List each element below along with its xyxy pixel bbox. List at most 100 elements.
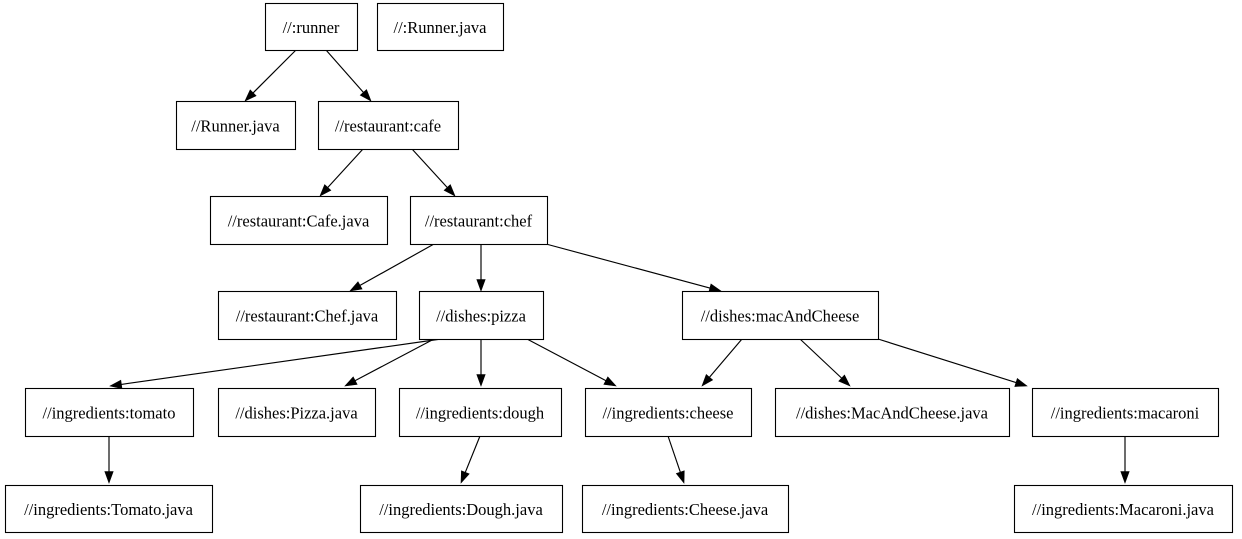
edge-line	[252, 49, 297, 94]
arrowhead-icon	[1120, 471, 1130, 484]
graph-edge	[545, 243, 722, 293]
graph-edge	[344, 338, 435, 387]
graph-edge	[325, 49, 372, 102]
graph-node-runner-java[interactable]: //Runner.java	[175, 100, 297, 151]
graph-node-ingredients-cheese[interactable]: //ingredients:cheese	[584, 387, 753, 438]
node-box[interactable]	[774, 387, 1011, 438]
node-box[interactable]	[1013, 484, 1234, 534]
node-box[interactable]	[398, 387, 563, 438]
graph-node-ingredients-dough[interactable]: //ingredients:dough	[398, 387, 563, 438]
graph-node-restaurant-chef[interactable]: //restaurant:chef	[409, 195, 549, 246]
node-box[interactable]	[24, 387, 195, 438]
edge-line	[464, 435, 481, 473]
node-box[interactable]	[376, 2, 505, 52]
arrowhead-icon	[349, 281, 363, 292]
edge-line	[877, 338, 1017, 384]
edge-line	[411, 148, 448, 188]
graph-node-ingredients-tomato-java[interactable]: //ingredients:Tomato.java	[4, 484, 214, 534]
graph-edge	[476, 244, 486, 292]
arrowhead-icon	[443, 184, 456, 197]
node-box[interactable]	[418, 290, 545, 341]
graph-edge	[526, 338, 617, 387]
node-box[interactable]	[217, 290, 398, 341]
nodes-layer: //:runner //:Runner.java //Runner.java //re…	[4, 2, 1234, 534]
node-box[interactable]	[264, 2, 359, 52]
node-label: //:runner	[283, 18, 340, 37]
node-box[interactable]	[1031, 387, 1220, 438]
node-label: //restaurant:cafe	[335, 117, 441, 136]
edge-line	[526, 338, 607, 382]
node-label: //restaurant:Cafe.java	[228, 212, 370, 231]
node-label: //dishes:Pizza.java	[235, 404, 358, 423]
node-label: //restaurant:chef	[425, 212, 533, 231]
graph-node-runner-java-root[interactable]: //:Runner.java	[376, 2, 505, 52]
graph-node-ingredients-tomato[interactable]: //ingredients:tomato	[24, 387, 195, 438]
graph-node-restaurant-chef-java[interactable]: //restaurant:Chef.java	[217, 290, 398, 341]
graph-edge	[319, 148, 364, 197]
node-box[interactable]	[584, 387, 753, 438]
graph-node-dishes-pizza-java[interactable]: //dishes:Pizza.java	[217, 387, 377, 438]
graph-edge	[411, 148, 456, 197]
graph-edge	[104, 436, 114, 484]
node-box[interactable]	[681, 290, 880, 341]
graph-node-runner-target[interactable]: //:runner	[264, 2, 359, 52]
node-box[interactable]	[317, 100, 460, 151]
graph-node-dishes-pizza[interactable]: //dishes:pizza	[418, 290, 545, 341]
node-box[interactable]	[175, 100, 297, 151]
edge-line	[354, 338, 435, 382]
graph-node-dishes-mac-and-cheese[interactable]: //dishes:macAndCheese	[681, 290, 880, 341]
node-label: //restaurant:Chef.java	[236, 307, 379, 326]
arrowhead-icon	[104, 471, 114, 484]
node-label: //ingredients:Tomato.java	[24, 500, 194, 519]
node-label: //Runner.java	[191, 117, 280, 136]
edge-line	[359, 243, 435, 286]
graph-edge	[877, 338, 1028, 387]
graph-node-ingredients-dough-java[interactable]: //ingredients:Dough.java	[359, 484, 564, 534]
node-label: //ingredients:macaroni	[1051, 404, 1200, 423]
arrowhead-icon	[701, 374, 714, 387]
graph-edge	[109, 338, 442, 389]
graph-edge	[244, 49, 297, 102]
node-label: //ingredients:Cheese.java	[602, 500, 769, 519]
arrowhead-icon	[344, 376, 358, 387]
node-label: //:Runner.java	[393, 18, 487, 37]
graph-edge	[476, 339, 486, 387]
graph-edge	[460, 435, 481, 484]
graph-node-dishes-mac-java[interactable]: //dishes:MacAndCheese.java	[774, 387, 1011, 438]
node-box[interactable]	[359, 484, 564, 534]
edge-line	[799, 338, 843, 379]
graph-edge	[799, 338, 851, 387]
node-box[interactable]	[217, 387, 377, 438]
node-label: //dishes:MacAndCheese.java	[796, 404, 989, 423]
graph-node-ingredients-macaroni-java[interactable]: //ingredients:Macaroni.java	[1013, 484, 1234, 534]
arrowhead-icon	[603, 376, 617, 387]
node-label: //ingredients:Dough.java	[379, 500, 543, 519]
edge-line	[709, 338, 743, 378]
arrowhead-icon	[244, 89, 257, 102]
graph-edge	[1120, 436, 1130, 484]
arrowhead-icon	[1014, 378, 1028, 387]
arrowhead-icon	[359, 89, 372, 102]
edge-line	[667, 435, 681, 473]
graph-node-restaurant-cafe-java[interactable]: //restaurant:Cafe.java	[209, 195, 389, 246]
edge-line	[325, 49, 364, 93]
graph-node-ingredients-macaroni[interactable]: //ingredients:macaroni	[1031, 387, 1220, 438]
node-box[interactable]	[209, 195, 389, 246]
graph-edge	[667, 435, 685, 484]
arrowhead-icon	[708, 283, 722, 293]
graph-node-restaurant-cafe[interactable]: //restaurant:cafe	[317, 100, 460, 151]
edge-line	[327, 148, 364, 188]
edges-layer	[104, 49, 1130, 484]
node-box[interactable]	[409, 195, 549, 246]
arrowhead-icon	[476, 374, 486, 387]
arrowhead-icon	[319, 184, 332, 197]
graph-node-ingredients-cheese-java[interactable]: //ingredients:Cheese.java	[581, 484, 790, 534]
node-label: //ingredients:tomato	[43, 404, 176, 423]
edge-line	[121, 338, 442, 385]
arrowhead-icon	[109, 379, 123, 389]
edge-line	[545, 243, 711, 289]
node-box[interactable]	[581, 484, 790, 534]
node-box[interactable]	[4, 484, 214, 534]
